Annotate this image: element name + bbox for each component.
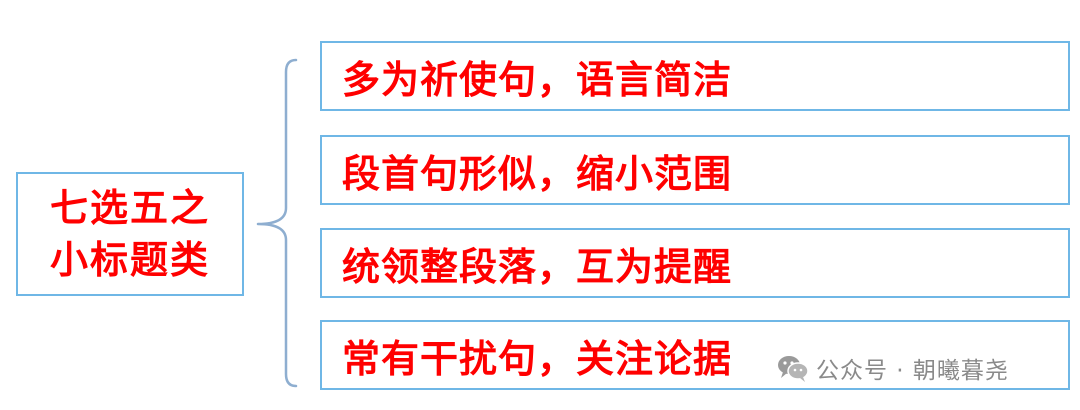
item-box-4: 常有干扰句，关注论据: [320, 320, 1070, 390]
item-text: 多为祈使句，语言简洁: [342, 56, 733, 102]
main-topic-line-2: 小标题类: [49, 237, 210, 282]
item-text: 常有干扰句，关注论据: [342, 335, 733, 381]
watermark-text: 公众号 · 朝曦暮尧: [816, 358, 1009, 384]
item-text: 段首句形似，缩小范围: [342, 150, 733, 196]
item-box-3: 统领整段落，互为提醒: [320, 228, 1070, 298]
item-box-2: 段首句形似，缩小范围: [320, 135, 1070, 205]
main-topic-box: 七选五之 小标题类: [16, 172, 244, 296]
watermark: 公众号 · 朝曦暮尧: [776, 350, 1009, 386]
item-box-1: 多为祈使句，语言简洁: [320, 41, 1070, 111]
item-text: 统领整段落，互为提醒: [342, 243, 733, 289]
wechat-icon: [778, 356, 809, 382]
main-topic-line-1: 七选五之: [49, 185, 210, 230]
